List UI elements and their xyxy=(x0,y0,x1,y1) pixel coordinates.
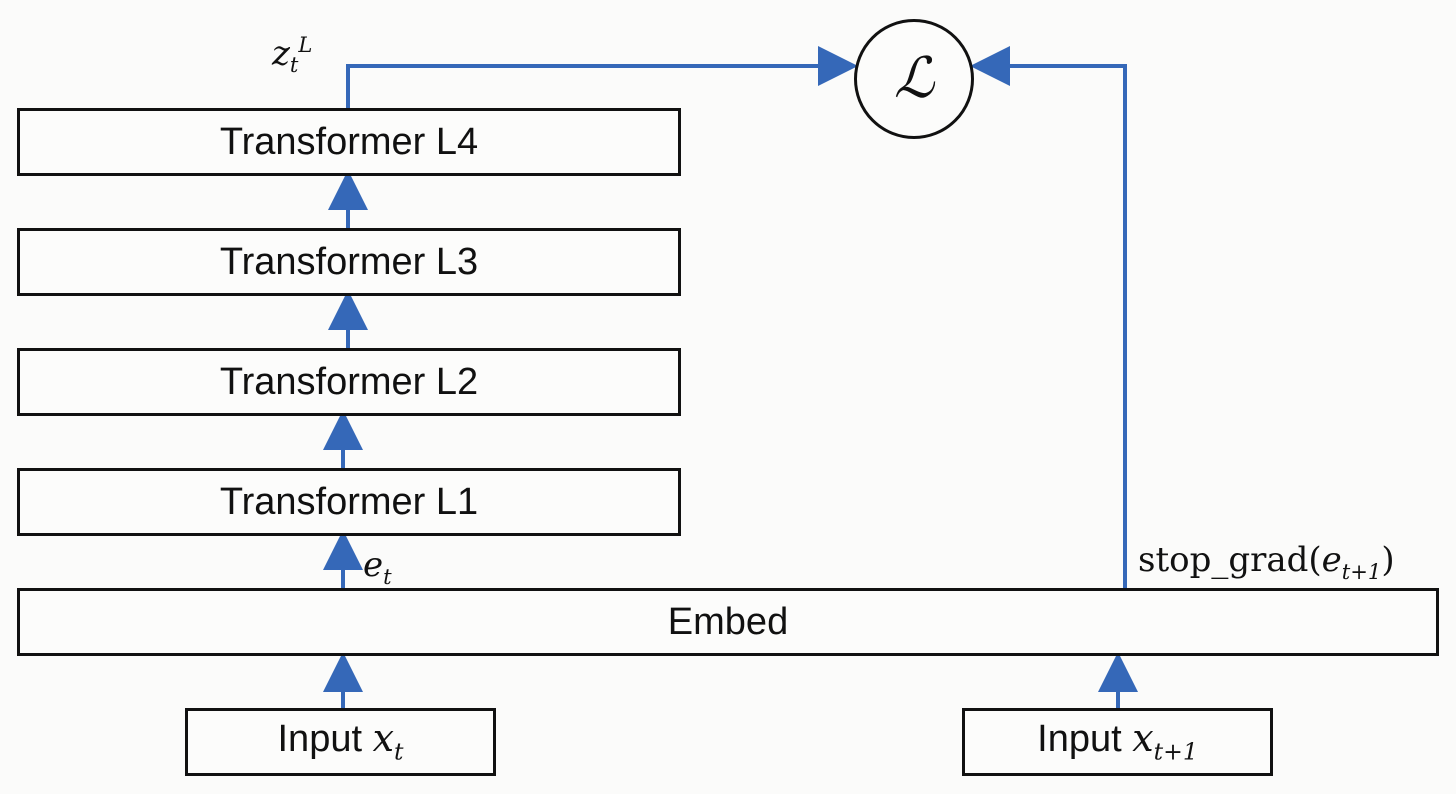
transformer-layer-2-label: Transformer L2 xyxy=(219,361,479,403)
transformer-layer-4: Transformer L4 xyxy=(17,108,681,176)
arrow-target-to-loss xyxy=(970,46,1127,588)
transformer-layer-1-label: Transformer L1 xyxy=(219,481,479,523)
loss-symbol: ℒ xyxy=(893,46,935,111)
input-xt1-label: Input xt+1 xyxy=(1037,716,1198,767)
embed-block: Embed xyxy=(17,588,1439,656)
transformer-layer-3-label: Transformer L3 xyxy=(219,241,479,283)
loss-node: ℒ xyxy=(854,19,974,139)
transformer-layer-2: Transformer L2 xyxy=(17,348,681,416)
transformer-layer-1: Transformer L1 xyxy=(17,468,681,536)
stop-grad-label: stop_grad(et+1) xyxy=(1138,540,1395,584)
z-label: ztL xyxy=(272,32,313,78)
transformer-layer-4-label: Transformer L4 xyxy=(219,121,479,163)
e-label: et xyxy=(363,545,392,589)
input-xt1-box: Input xt+1 xyxy=(962,708,1273,776)
input-xt-box: Input xt xyxy=(185,708,496,776)
input-xt-label: Input xt xyxy=(277,716,404,767)
transformer-layer-3: Transformer L3 xyxy=(17,228,681,296)
embed-label: Embed xyxy=(667,601,789,643)
arrow-l4-to-loss xyxy=(346,46,858,108)
